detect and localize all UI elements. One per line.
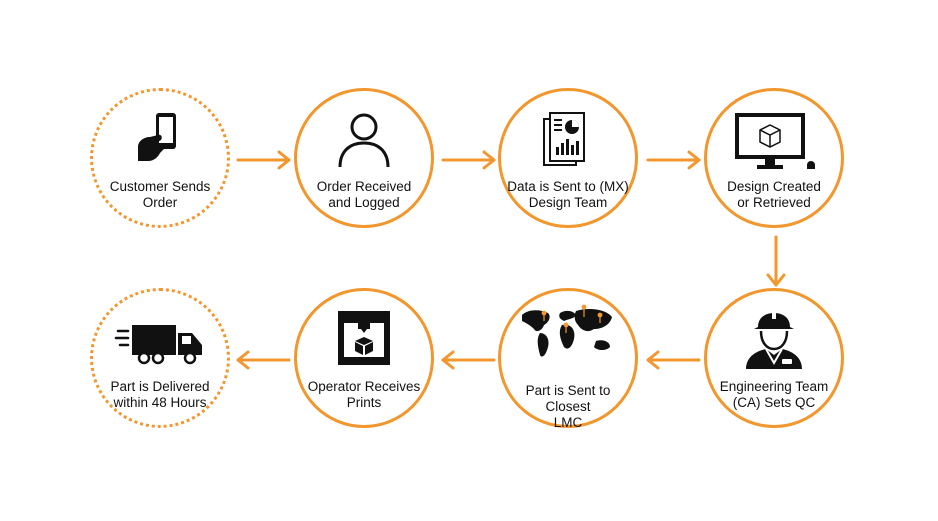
step-label: Data is Sent to (MX) Design Team: [507, 179, 629, 210]
smartphone-hand-icon: [138, 113, 176, 161]
step-label: Customer Sends Order: [109, 179, 211, 210]
step-customer-sends-order: Customer Sends Order: [90, 88, 230, 228]
step-label: Design Created or Retrieved: [727, 179, 821, 210]
3d-printer-icon: [338, 311, 390, 365]
step-engineering-qc: Engineering Team (CA) Sets QC: [704, 288, 844, 428]
computer-cube-icon: [735, 113, 815, 169]
step-label: Engineering Team (CA) Sets QC: [719, 379, 829, 410]
delivery-truck-icon: [114, 325, 202, 365]
step-part-delivered: Part is Delivered within 48 Hours: [90, 288, 230, 428]
step-part-sent-lmc: Part is Sent to Closest LMC: [498, 288, 638, 430]
arrow-6-7: [441, 350, 496, 370]
arrow-1-2: [236, 150, 291, 170]
step-label: Order Received and Logged: [316, 179, 412, 210]
report-document-icon: [543, 112, 585, 166]
step-operator-prints: Operator Receives Prints: [294, 288, 434, 428]
step-label: Part is Delivered within 48 Hours: [110, 379, 210, 410]
arrow-7-8: [236, 350, 291, 370]
arrow-2-3: [441, 150, 496, 170]
arrow-5-6: [646, 350, 701, 370]
step-label: Part is Sent to Closest LMC: [525, 383, 611, 430]
world-map-icon: [522, 304, 612, 357]
arrow-4-5: [766, 235, 786, 287]
step-data-sent-design: Data is Sent to (MX) Design Team: [498, 88, 638, 228]
engineer-hardhat-icon: [746, 311, 802, 369]
step-label: Operator Receives Prints: [307, 379, 421, 410]
arrow-3-4: [646, 150, 701, 170]
step-order-received: Order Received and Logged: [294, 88, 434, 228]
person-icon: [338, 113, 390, 168]
step-design-created: Design Created or Retrieved: [704, 88, 844, 228]
